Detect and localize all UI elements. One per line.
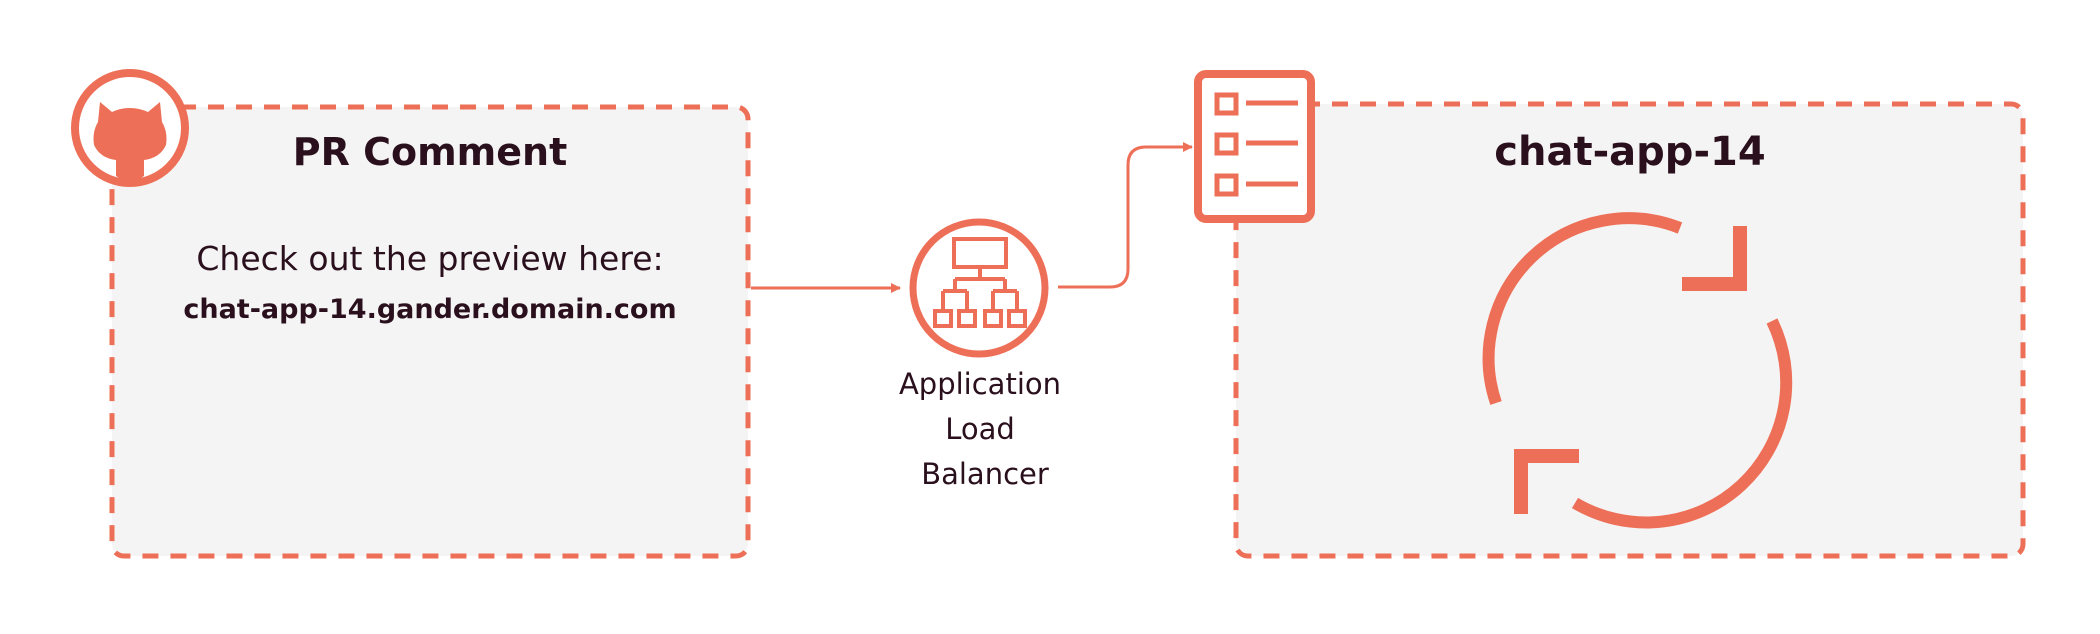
pr-comment-panel-box [109, 104, 751, 559]
task-list-icon [1194, 70, 1315, 223]
load-balancer-icon [909, 218, 1049, 358]
chat-app-panel: chat-app-14 [1233, 101, 2026, 559]
load-balancer-label-line-2: Load [945, 412, 1015, 446]
load-balancer-label-line-3: Balancer [921, 457, 1049, 491]
chat-app-title: chat-app-14 [1494, 129, 1765, 175]
load-balancer-label-line-1: Application [899, 367, 1061, 401]
github-icon [71, 69, 189, 187]
preview-url[interactable]: chat-app-14.gander.domain.com [183, 294, 676, 325]
refresh-cycle-icon [1482, 212, 1793, 529]
pr-comment-title: PR Comment [293, 130, 568, 174]
pr-comment-panel: PR Comment Check out the preview here: c… [109, 104, 751, 559]
pr-comment-message: Check out the preview here: [196, 239, 663, 278]
arrow-alb-to-app [1058, 142, 1193, 289]
chat-app-panel-box [1233, 101, 2026, 559]
